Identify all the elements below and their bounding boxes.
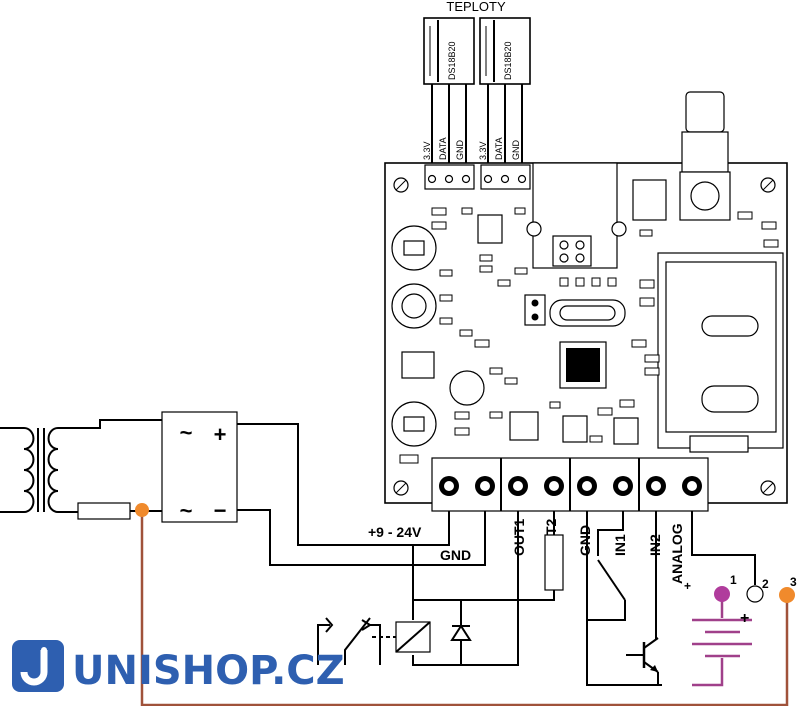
in2-transistor — [626, 511, 659, 685]
pin-1-node — [714, 586, 730, 602]
analog-plus-label: + — [684, 579, 691, 593]
pin-2-label: 2 — [762, 577, 769, 591]
sensor-1-chip-label: DS18B20 — [447, 41, 457, 80]
mounting-hole-icon — [393, 177, 776, 496]
pin-3-label: 3 — [790, 575, 797, 589]
terminal-label-gnd: GND — [577, 525, 593, 556]
brown-wire — [140, 510, 789, 706]
analog-wire — [691, 511, 756, 585]
transformer-icon — [0, 419, 162, 520]
relay-circuit — [317, 511, 564, 666]
sensor-1-pin-gnd: GND — [455, 140, 465, 161]
rectifier-tilde-top: ~ — [180, 420, 193, 445]
pcb-board — [384, 91, 788, 512]
gnd-label: GND — [440, 547, 471, 563]
sensor-2-chip-label: DS18B20 — [503, 41, 513, 80]
terminal-label-in1: IN1 — [612, 534, 628, 556]
sensor-1-pin-3v3: 3.3V — [422, 141, 432, 160]
rectifier-tilde-bottom: ~ — [180, 498, 193, 523]
pin-3-node — [779, 587, 795, 603]
supply-wires — [237, 423, 486, 620]
pin-1-label: 1 — [730, 573, 737, 587]
rectifier-ac-node — [135, 503, 149, 517]
sensor-2-pin-data: DATA — [494, 137, 504, 160]
sensor-2-pin-3v3: 3.3V — [478, 141, 488, 160]
in1-switch — [586, 511, 662, 686]
battery-plus-label: + — [740, 610, 749, 627]
rectifier-minus: − — [214, 498, 227, 523]
pin-2-node — [746, 585, 764, 603]
supply-voltage-label: +9 - 24V — [368, 524, 422, 540]
sensor-2-pin-gnd: GND — [511, 140, 521, 161]
teploty-title: TEPLOTY — [446, 0, 506, 14]
sensor-1-pin-data: DATA — [438, 137, 448, 160]
unishop-logo: UNISHOP.CZ — [12, 640, 345, 694]
terminal-screw-icon — [439, 476, 702, 496]
sensor-1: DS18B20 3.3V DATA GND — [422, 17, 475, 175]
rectifier-block: ~ + ~ − — [161, 411, 238, 523]
rectifier-plus: + — [214, 422, 227, 447]
logo-text: UNISHOP.CZ — [72, 648, 345, 694]
sensor-2: DS18B20 3.3V DATA GND — [478, 17, 531, 175]
battery-icon — [692, 594, 752, 687]
terminal-label-analog: ANALOG — [669, 523, 685, 584]
